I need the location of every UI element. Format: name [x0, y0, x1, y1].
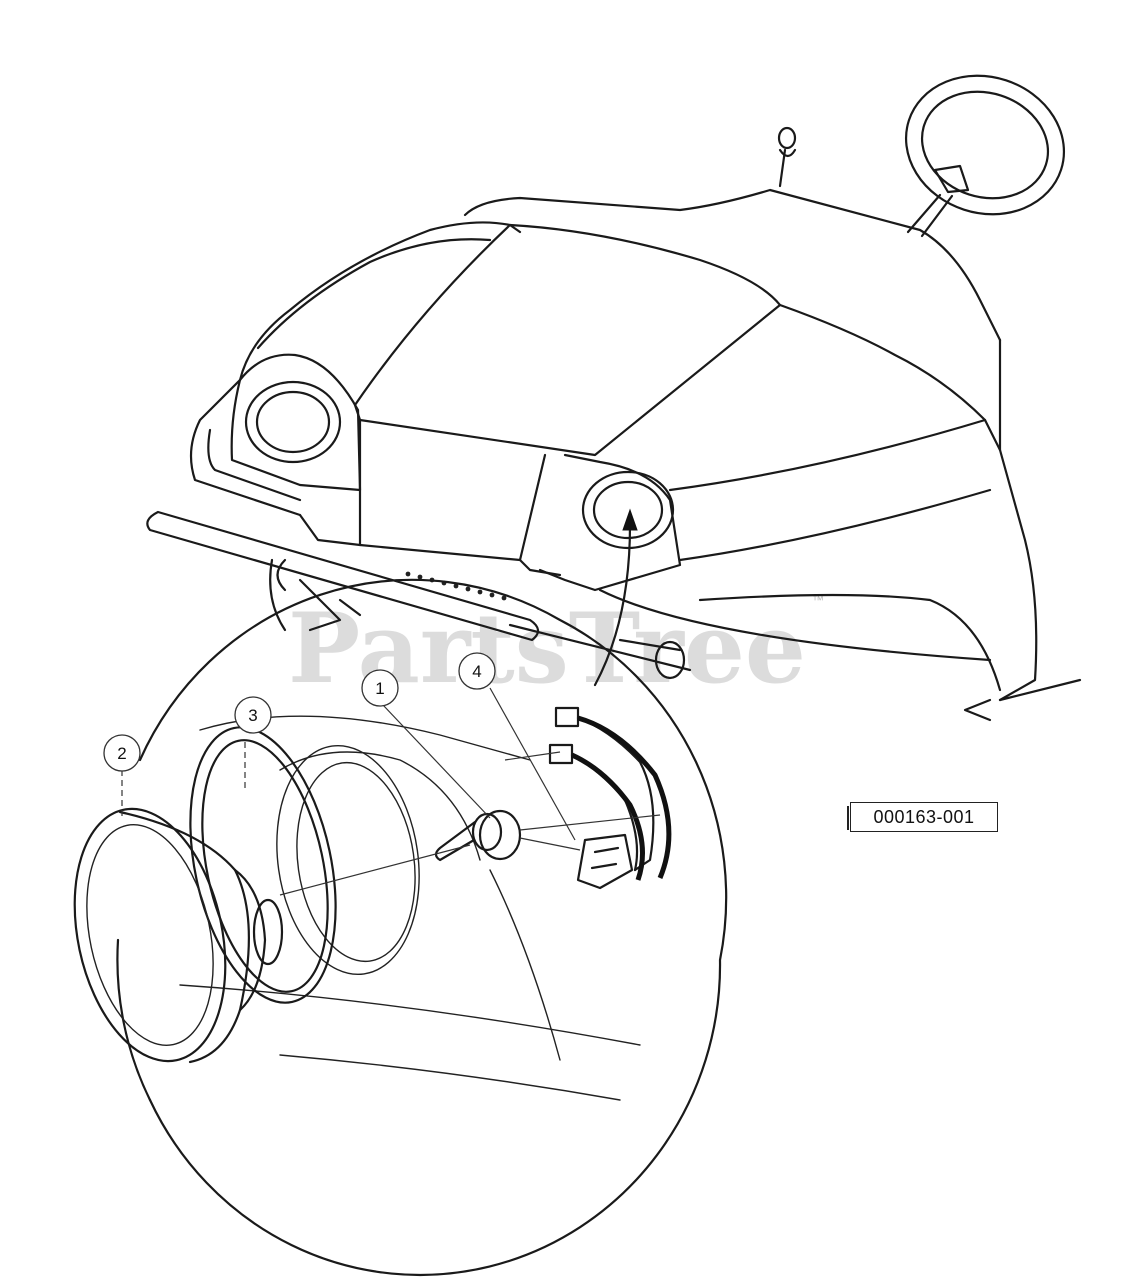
- part-3-gasket: [189, 726, 337, 1004]
- steering-hub: [933, 164, 970, 194]
- callout-3-label: 3: [248, 706, 257, 725]
- hood-center-panel: [353, 223, 782, 457]
- callout-4-label: 4: [472, 662, 481, 681]
- detail-circle: [138, 578, 728, 1277]
- callout-4: 4: [458, 652, 496, 690]
- watermark-trademark: ™: [812, 593, 824, 607]
- steering-wheel: [904, 74, 1066, 216]
- headlight-recess: [276, 745, 420, 975]
- wiring-route-arrow: [593, 523, 632, 687]
- callout-1-label: 1: [375, 679, 384, 698]
- part-4-harness: [548, 706, 672, 890]
- left-headlight-housing: [230, 353, 362, 492]
- right-headlight: [581, 470, 675, 550]
- part-2-headlamp: [73, 807, 284, 1064]
- shift-lever: [778, 148, 787, 188]
- drawing-code-label: 000163-001: [847, 802, 998, 832]
- callout-3: 3: [234, 696, 272, 734]
- callout-1: 1: [361, 669, 399, 707]
- callout-2: 2: [103, 734, 141, 772]
- left-headlight: [244, 380, 342, 464]
- vehicle-body: [146, 74, 1082, 722]
- callout-2-label: 2: [117, 744, 126, 763]
- steering-column: [906, 193, 954, 238]
- front-bumper: [146, 510, 540, 642]
- detail-view: [73, 578, 728, 1277]
